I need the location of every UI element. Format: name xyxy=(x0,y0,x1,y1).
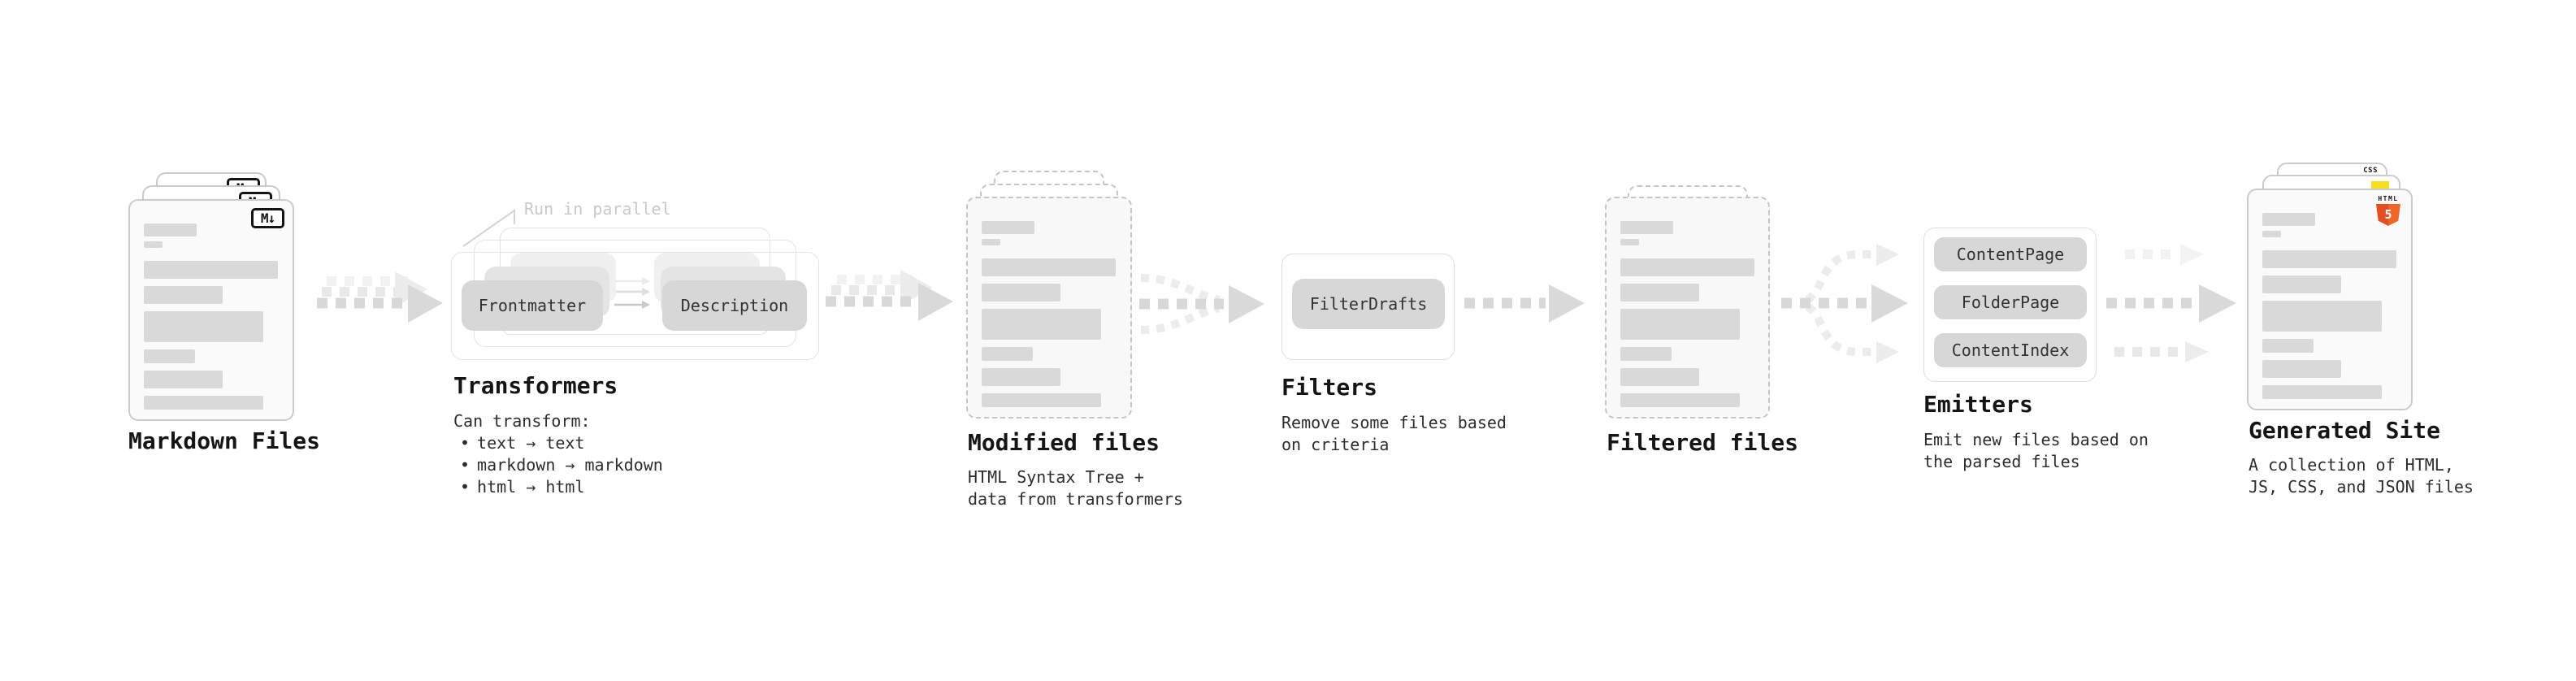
text-line-placeholder xyxy=(2262,339,2314,353)
text-line-placeholder xyxy=(144,371,223,388)
bullet-text: markdown → markdown xyxy=(477,455,663,475)
filter-drafts-label: FilterDrafts xyxy=(1309,294,1428,314)
text-line-placeholder xyxy=(1620,221,1673,234)
text-line-placeholder xyxy=(2262,360,2341,378)
filtered-file-front xyxy=(1605,197,1770,419)
run-in-parallel-annotation: Run in parallel xyxy=(524,199,671,219)
text-line-placeholder xyxy=(2262,231,2281,237)
bullet-item: • markdown → markdown xyxy=(460,454,663,476)
description-line: on criteria xyxy=(1281,435,1390,454)
modified-files-label: Modified files xyxy=(968,429,1160,456)
arrow-modified-to-filters xyxy=(1139,274,1264,334)
text-line-placeholder xyxy=(982,221,1034,234)
transformer-container-front xyxy=(451,252,819,360)
transformers-label: Transformers xyxy=(453,372,618,399)
modified-files-description: HTML Syntax Tree + data from transformer… xyxy=(968,466,1183,510)
arrow-emitters-to-site xyxy=(2106,244,2236,362)
folder-page-label: FolderPage xyxy=(1961,293,2060,312)
bullet-text: html → html xyxy=(477,477,585,497)
arrow-filtered-to-emitters xyxy=(1781,244,1908,363)
content-page-emitter: ContentPage xyxy=(1934,237,2087,271)
text-line-placeholder xyxy=(1620,309,1740,340)
text-line-placeholder xyxy=(982,393,1101,407)
doc-content-lines xyxy=(1620,221,1754,407)
text-line-placeholder xyxy=(144,396,263,410)
filters-label: Filters xyxy=(1281,374,1378,401)
text-line-placeholder xyxy=(144,311,263,342)
description-line: the parsed files xyxy=(1923,452,2080,471)
text-line-placeholder xyxy=(982,239,1000,245)
description-line: HTML Syntax Tree + xyxy=(968,467,1144,487)
html5-icon-text: HTML xyxy=(2378,195,2399,202)
text-line-placeholder xyxy=(982,368,1060,386)
description-line: Remove some files based xyxy=(1281,413,1507,432)
arrow-transformers-to-modified xyxy=(826,270,953,321)
filter-drafts-step: FilterDrafts xyxy=(1292,279,1445,329)
content-index-emitter: ContentIndex xyxy=(1934,333,2087,367)
text-line-placeholder xyxy=(144,349,195,363)
bullet-marker: • xyxy=(460,455,471,475)
text-line-placeholder xyxy=(982,284,1060,301)
doc-content-lines xyxy=(2262,213,2396,399)
text-line-placeholder xyxy=(1620,239,1639,245)
arrow-markdown-to-transformers xyxy=(317,271,443,323)
text-line-placeholder xyxy=(1620,284,1699,301)
transformers-description: Can transform: • text → text • markdown … xyxy=(453,410,663,498)
frontmatter-step-label: Frontmatter xyxy=(478,296,587,315)
generated-site-front: HTML 5 xyxy=(2247,189,2413,410)
markdown-files-label: Markdown Files xyxy=(128,427,321,454)
text-line-placeholder xyxy=(982,309,1101,340)
description-line: JS, CSS, and JSON files xyxy=(2249,477,2474,497)
filters-description: Remove some files based on criteria xyxy=(1281,412,1507,456)
bullet-item: • text → text xyxy=(460,432,663,454)
html5-icon-number: 5 xyxy=(2384,207,2392,222)
arrow-filters-to-filtered xyxy=(1464,284,1585,323)
text-line-placeholder xyxy=(1620,347,1672,361)
markdown-icon: M↓ xyxy=(251,208,284,228)
can-transform-title: Can transform: xyxy=(453,411,591,431)
bullet-item: • html → html xyxy=(460,476,663,498)
text-line-placeholder xyxy=(2262,301,2382,332)
text-line-placeholder xyxy=(144,241,163,248)
text-line-placeholder xyxy=(2262,213,2315,226)
bullet-marker: • xyxy=(460,477,471,497)
text-line-placeholder xyxy=(144,223,197,236)
content-page-label: ContentPage xyxy=(1956,245,2065,264)
text-line-placeholder xyxy=(1620,393,1740,407)
content-index-label: ContentIndex xyxy=(1951,340,2070,360)
folder-page-emitter: FolderPage xyxy=(1934,285,2087,319)
text-line-placeholder xyxy=(2262,250,2396,268)
description-line: data from transformers xyxy=(968,489,1183,509)
bullet-marker: • xyxy=(460,433,471,453)
text-line-placeholder xyxy=(982,347,1033,361)
emitters-label: Emitters xyxy=(1923,391,2033,418)
text-line-placeholder xyxy=(1620,258,1754,276)
doc-content-lines xyxy=(982,221,1116,407)
markdown-file-front: M↓ xyxy=(128,199,294,421)
doc-content-lines xyxy=(144,223,278,410)
generated-site-description: A collection of HTML, JS, CSS, and JSON … xyxy=(2249,454,2474,498)
text-line-placeholder xyxy=(2262,275,2341,293)
description-step-label: Description xyxy=(680,296,789,315)
generated-site-label: Generated Site xyxy=(2249,417,2441,444)
html5-icon: HTML 5 xyxy=(2372,196,2405,226)
modified-file-front xyxy=(966,197,1132,419)
filtered-files-label: Filtered files xyxy=(1607,429,1799,456)
emitters-description: Emit new files based on the parsed files xyxy=(1923,429,2149,473)
frontmatter-step: Frontmatter xyxy=(462,280,603,331)
description-step: Description xyxy=(662,280,807,331)
text-line-placeholder xyxy=(1620,368,1699,386)
js-file-icon xyxy=(2371,181,2389,189)
bullet-text: text → text xyxy=(477,433,585,453)
text-line-placeholder xyxy=(144,261,278,279)
text-line-placeholder xyxy=(144,286,223,304)
transformer-step-arrows xyxy=(614,277,650,309)
description-line: A collection of HTML, xyxy=(2249,455,2454,475)
text-line-placeholder xyxy=(982,258,1116,276)
description-line: Emit new files based on xyxy=(1923,430,2149,449)
text-line-placeholder xyxy=(2262,385,2382,399)
run-in-parallel-leader-line xyxy=(462,209,515,247)
